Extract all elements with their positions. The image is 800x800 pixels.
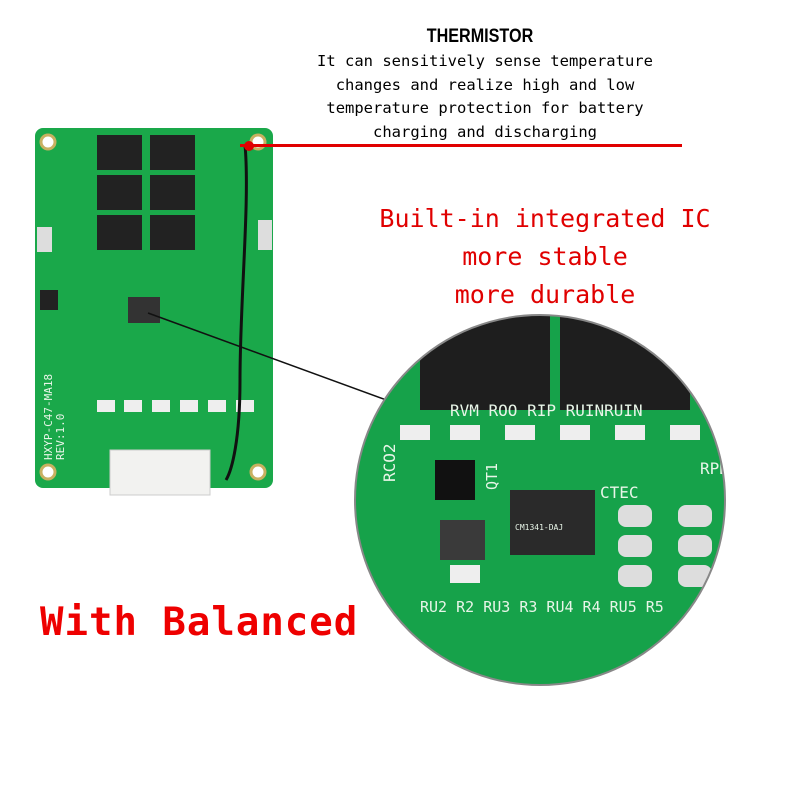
thermistor-wire [224, 144, 248, 481]
svg-text:RVM ROO RIP RUINRUIN: RVM ROO RIP RUINRUIN [450, 401, 643, 420]
thermistor-title: THERMISTOR [426, 26, 534, 47]
pad-p [37, 227, 52, 252]
svg-text:RU2 R2 RU3 R3 RU4 R4 RU5 R5: RU2 R2 RU3 R3 RU4 R4 RU5 R5 [420, 598, 664, 616]
resistors [97, 400, 254, 412]
magnified-label-qt1: QT1 [483, 463, 501, 490]
description-line: temperature protection for battery [326, 99, 644, 117]
magnifier-pointer [147, 312, 401, 406]
description-line: It can sensitively sense temperature [317, 52, 653, 70]
balance-connector [109, 449, 211, 496]
mosfets [97, 135, 195, 250]
ic-marking: CM1341-DAJ [515, 523, 563, 532]
ic-callout-line: more stable [462, 242, 628, 271]
svg-text:CTEC: CTEC [600, 483, 639, 502]
description-line: charging and discharging [373, 122, 597, 141]
mounting-holes [39, 133, 267, 481]
board-revision-label: REV:1.0 [54, 414, 67, 460]
balance-label: With Balanced [40, 600, 359, 645]
protection-ic [128, 297, 160, 323]
thermistor-callout-line [240, 144, 682, 147]
board-model-label: HXYP-C47-MA18 [42, 374, 55, 460]
ic-callout-line: more durable [454, 280, 636, 309]
thermistor-description: It can sensitively sense temperature cha… [290, 50, 680, 144]
svg-text:RPD: RPD [700, 459, 729, 478]
magnifier-ring [354, 314, 726, 686]
magnified-label-rco2: RCO2 [380, 443, 399, 482]
magnified-ic-view: RVM ROO RIP RUINRUIN RCO2 QT1 CTEC RPD R… [355, 315, 729, 685]
ic-callout: Built-in integrated IC more stable more … [370, 200, 720, 314]
description-line: changes and realize high and low [335, 75, 635, 94]
pad-c [258, 220, 272, 250]
ic-callout-line: Built-in integrated IC [379, 204, 711, 233]
